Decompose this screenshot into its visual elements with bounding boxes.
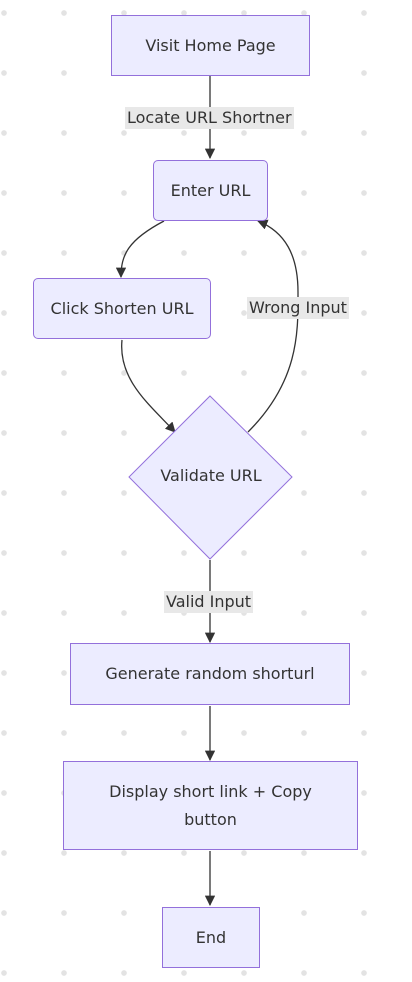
enter-url-node: Enter URL [153,160,268,221]
validate-url-diamond [128,395,293,560]
enter-url-label: Enter URL [170,180,251,200]
visit-home-page-node: Visit Home Page [111,15,310,76]
display-short-link-node: Display short link + Copy button [63,761,358,850]
edge-validate-to-enter [247,219,299,433]
end-node: End [162,907,260,968]
click-shorten-url-label: Click Shorten URL [50,298,194,318]
end-label: End [195,927,227,947]
visit-home-page-label: Visit Home Page [145,35,276,55]
edge-label-valid-input: Valid Input [164,591,254,613]
generate-random-shorturl-label: Generate random shorturl [105,664,315,683]
edge-enter-to-click [115,220,165,279]
display-short-link-label-line2: button [184,809,237,829]
edge-label-locate-url-shortner: Locate URL Shortner [125,107,294,129]
validate-url-label: Validate URL [160,466,262,485]
click-shorten-url-node: Click Shorten URL [33,278,211,339]
generate-random-shorturl-node: Generate random shorturl [70,643,350,705]
edge-click-to-validate [121,339,176,433]
display-short-link-label-line1: Display short link + Copy [109,781,312,801]
edge-label-wrong-input: Wrong Input [247,297,349,319]
